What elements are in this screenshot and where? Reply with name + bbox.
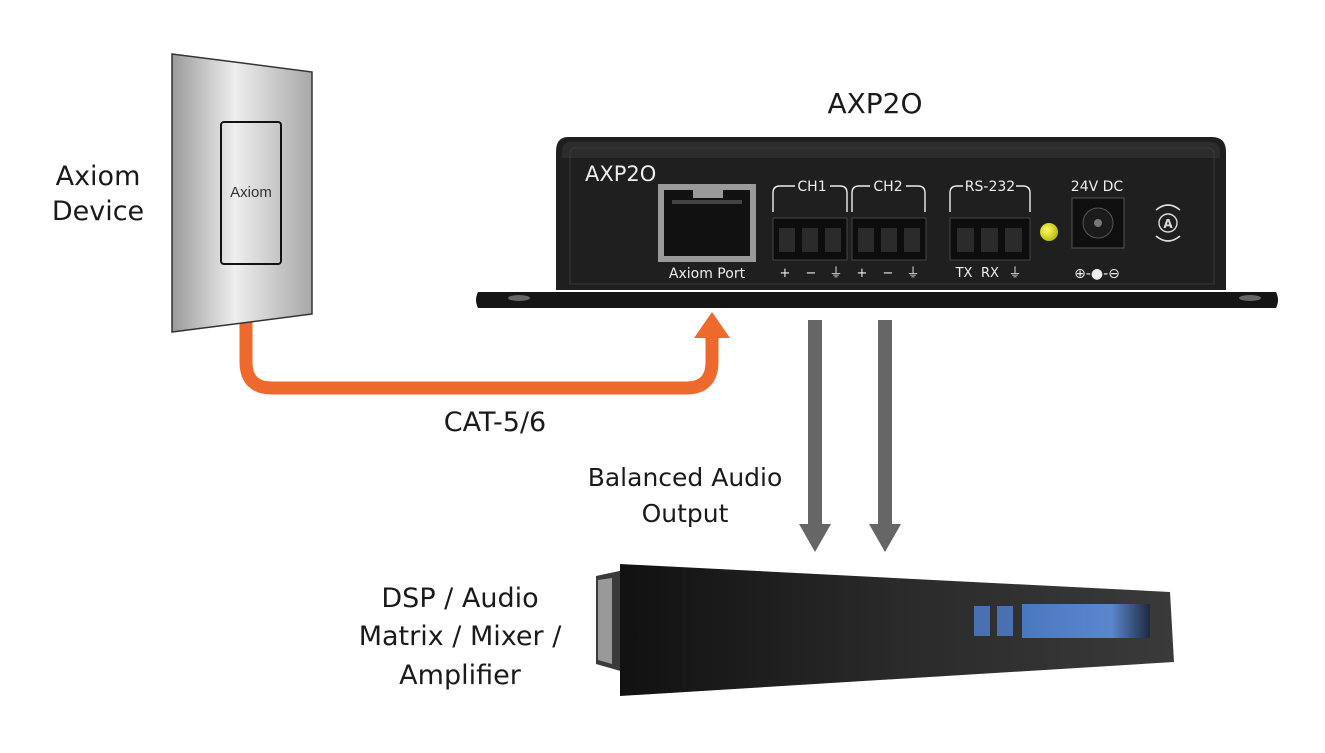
ch1-terminal-block (772, 217, 848, 261)
cable-label: CAT-5/6 (443, 407, 547, 438)
mount-hole-right (1239, 295, 1261, 301)
axiom-device-label: Axiom Device (38, 160, 158, 229)
axiom-port (658, 184, 756, 262)
dsp-device-label: DSP / Audio Matrix / Mixer / Amplifier (340, 580, 580, 695)
svg-text:A: A (1163, 217, 1173, 231)
ch1-pin-minus: − (806, 266, 817, 281)
axiom-panel-bezel (220, 121, 282, 265)
power-polarity: ⊕-●-⊖ (1074, 266, 1120, 282)
axiom-wall-panel: Axiom (171, 53, 313, 333)
device-model-label: AXP2O (585, 162, 656, 186)
dsp-audio-device (596, 564, 1174, 696)
rs232-pin-rx: RX (981, 266, 999, 281)
status-led (1040, 223, 1058, 241)
axiom-port-label: Axiom Port (669, 266, 746, 282)
cat-cable-line (239, 318, 719, 395)
ch2-pin-ground: ⏚ (906, 266, 919, 281)
ch2-pin-plus: + (857, 266, 868, 281)
rs232-label: RS-232 (965, 179, 1015, 195)
cat-cable-arrowhead (694, 312, 730, 338)
rs232-pin-tx: TX (955, 266, 973, 281)
balanced-output-line1: Balanced Audio (587, 463, 783, 492)
audio-arrow-right (869, 320, 901, 552)
axp2o-title: AXP2O (827, 87, 923, 120)
ch2-terminal-block (851, 217, 927, 261)
ch1-pin-ground: ⏚ (829, 266, 842, 281)
brand-logo-icon: A (1155, 204, 1181, 242)
dsp-label-line3: Amplifier (399, 659, 521, 691)
power-label: 24V DC (1071, 179, 1124, 195)
ch2-pin-minus: − (883, 266, 894, 281)
dsp-indicator-1 (974, 606, 990, 636)
dsp-label-line1: DSP / Audio (381, 583, 539, 614)
axiom-device-label-line2: Device (51, 195, 145, 227)
audio-arrow-left (799, 320, 831, 552)
rs232-terminal-block (949, 217, 1031, 261)
axiom-device-label-line1: Axiom (55, 161, 141, 192)
ch1-label: CH1 (797, 179, 826, 195)
dc-power-jack (1071, 197, 1125, 249)
ch1-pin-plus: + (780, 266, 791, 281)
ch2-label: CH2 (873, 179, 902, 195)
balanced-output-line2: Output (641, 499, 729, 529)
balanced-output-label: Balanced Audio Output (565, 460, 805, 533)
mount-hole-left (508, 295, 530, 301)
dsp-label-line2: Matrix / Mixer / (358, 621, 562, 653)
dsp-indicator-2 (997, 606, 1013, 636)
rs232-pin-ground: ⏚ (1008, 266, 1021, 281)
dsp-display-panel (1022, 604, 1150, 638)
axp2o-device: AXP2O Axiom Port CH1 CH2 (476, 137, 1278, 308)
axiom-panel-logo: Axiom (230, 184, 272, 201)
